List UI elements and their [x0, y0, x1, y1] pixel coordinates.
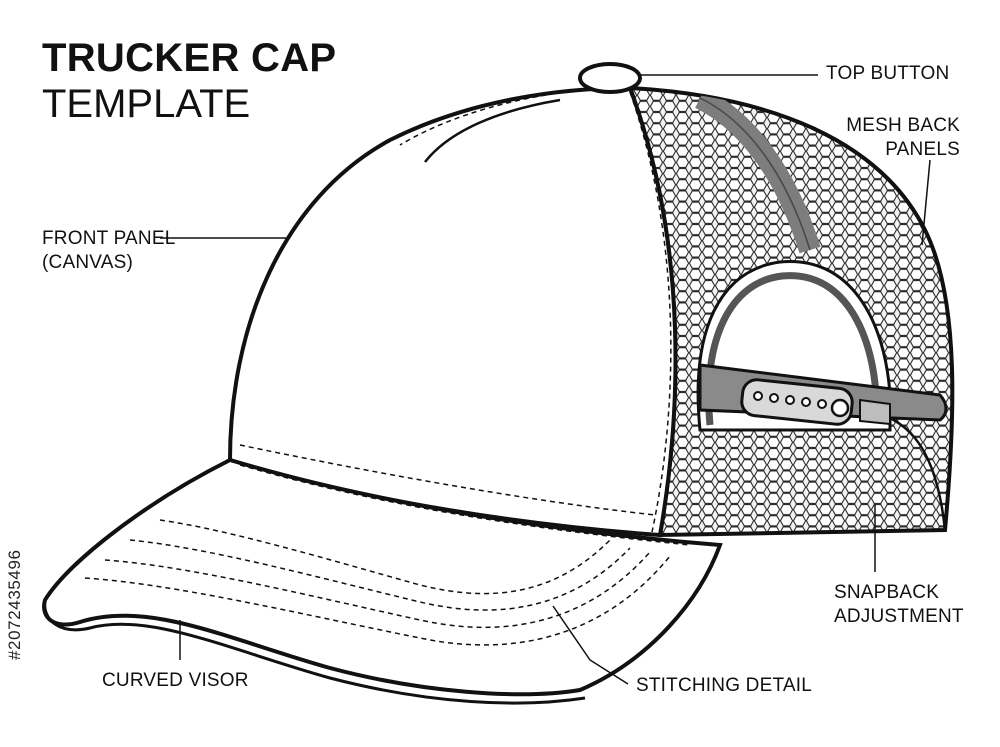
label-mesh-back: MESH BACK PANELS: [836, 114, 960, 162]
label-mesh-back-line2: PANELS: [885, 139, 960, 160]
front-panel: [227, 85, 678, 538]
diagram-title: TRUCKER CAP: [42, 36, 337, 80]
top-button: [578, 62, 642, 94]
stock-id: #207243549​6: [5, 549, 24, 660]
label-top-button-text: TOP BUTTON: [826, 63, 950, 84]
label-curved-visor-text: CURVED VISOR: [102, 670, 249, 691]
label-front-panel: FRONT PANEL (CANVAS): [42, 227, 175, 275]
label-front-panel-line1: FRONT PANEL: [42, 228, 176, 249]
label-curved-visor: CURVED VISOR: [102, 669, 249, 693]
leader-lines: [160, 74, 931, 685]
label-snapback-line2: ADJUSTMENT: [834, 606, 964, 627]
label-mesh-back-line1: MESH BACK: [846, 115, 960, 136]
label-top-button: TOP BUTTON: [826, 62, 949, 86]
label-stitching-detail-text: STITCHING DETAIL: [636, 675, 812, 696]
label-stitching-detail: STITCHING DETAIL: [636, 674, 812, 698]
snapback-strap: [698, 363, 948, 426]
leader-stitching: [552, 605, 629, 685]
label-snapback: SNAPBACK ADJUSTMENT: [834, 581, 964, 629]
leader-mesh-back: [921, 159, 931, 246]
curved-visor: [42, 457, 723, 705]
diagram-subtitle: TEMPLATE: [42, 82, 251, 126]
label-snapback-line1: SNAPBACK: [834, 582, 940, 603]
label-front-panel-line2: (CANVAS): [42, 252, 133, 273]
